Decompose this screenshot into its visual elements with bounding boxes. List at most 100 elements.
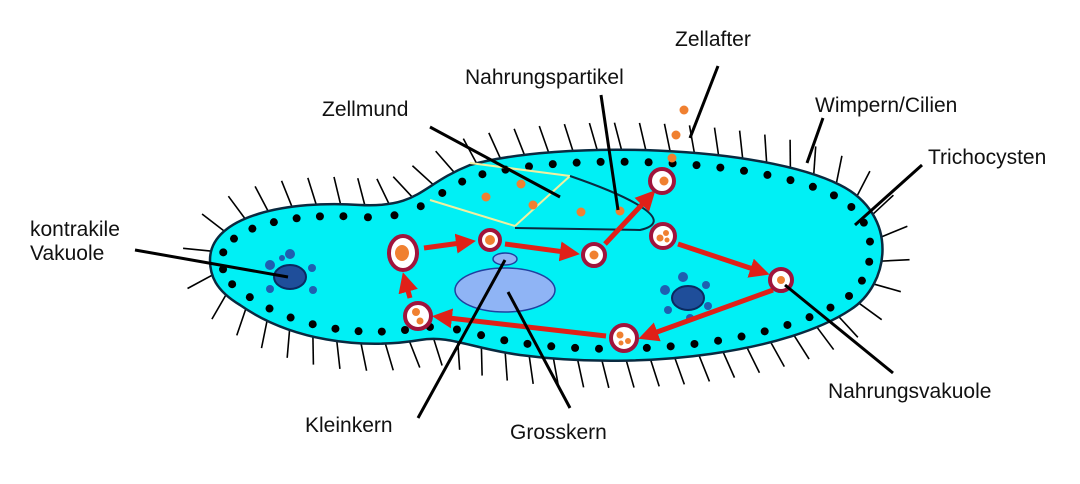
trichocyst [865,257,874,266]
trichocyst [829,191,838,200]
trichocyst [477,331,486,340]
arrow [398,272,418,299]
label-nahrungsvakuole: Nahrungsvakuole [828,380,991,403]
macronucleus [454,267,556,313]
food-vacuole [581,242,607,268]
trichocyst [847,202,856,211]
food-vacuole [478,228,502,252]
trichocyst [737,332,746,341]
food-particle [516,179,526,189]
trichocyst [692,161,701,170]
trichocyst [547,342,556,351]
trichocyst [377,327,386,336]
trichocyst [286,313,295,322]
food-particle [481,192,491,202]
trichocyst [805,313,814,322]
leader-trichocysten [853,163,924,227]
food-vacuole [609,323,639,353]
food-vacuole-path-arrows [398,190,774,342]
trichocyst [331,324,340,333]
trichocyst [219,248,228,257]
trichocyst [523,339,532,348]
label-wimpern-cilien: Wimpern/Cilien [815,94,957,117]
food-particle [679,105,689,115]
label-zellafter: Zellafter [675,28,751,51]
trichocyst [760,327,769,336]
trichocyst [265,304,274,313]
trichocyst [666,342,675,351]
trichocyst [292,214,301,223]
trichocyst [826,303,835,312]
trichocyst [642,343,651,352]
trichocyst [716,163,725,172]
food-particle [667,153,677,163]
trichocyst [714,336,723,345]
food-vacuole [387,234,419,272]
food-particle [671,130,681,140]
food-particle [576,207,586,217]
trichocyst [478,170,487,179]
trichocyst [315,212,324,221]
trichocyst [458,177,467,186]
trichocyst-dots [219,157,874,353]
leader-wimpern [805,117,825,164]
trichocyst [548,160,557,169]
contractile-vacuole-left [265,249,317,294]
trichocyst [808,182,817,191]
trichocyst [857,276,866,285]
leader-grosskern [506,291,572,409]
label-trichocysten: Trichocysten [928,146,1046,169]
arrow [504,241,580,262]
trichocyst [245,293,254,302]
trichocyst [500,336,509,345]
trichocyst [525,162,534,171]
trichocyst [690,339,699,348]
micronucleus [492,252,518,266]
trichocyst [339,212,348,221]
trichocyst [229,234,238,243]
arrow [677,241,770,278]
trichocyst [269,218,278,227]
trichocyst [644,158,653,167]
leader-kontraktile-vakuole [134,248,289,279]
trichocyst [308,320,317,329]
label-kontraktile-line1: kontrakile [30,218,120,241]
trichocyst [248,224,257,233]
food-vacuole [403,301,433,331]
arrow [603,190,656,246]
trichocyst [783,320,792,329]
trichocyst [786,176,795,185]
arrow [423,233,476,254]
trichocyst [739,166,748,175]
label-zellmund: Zellmund [322,98,408,121]
leader-zellafter [688,65,720,139]
arrow [432,308,607,339]
leader-zellmund [429,125,561,199]
trichocyst [363,213,372,222]
leader-kleinkern [416,259,507,419]
arrow [638,287,774,342]
food-vacuole [649,222,677,250]
trichocyst [228,280,237,289]
contractile-vacuole-right [660,272,712,322]
trichocyst [571,343,580,352]
trichocyst [594,344,603,353]
trichocyst [620,157,629,166]
trichocyst [865,237,874,246]
trichocyst [763,170,772,179]
trichocyst [452,325,461,334]
cell-body [208,148,884,362]
food-particles [481,105,689,217]
leader-nahrungsvakuole [784,283,894,375]
food-particle [528,200,538,210]
label-nahrungspartikel: Nahrungspartikel [465,66,624,89]
label-kleinkern: Kleinkern [305,414,393,437]
food-vacuoles [387,167,794,353]
trichocyst [416,202,425,211]
label-kontraktile-line2: Vakuole [30,242,104,265]
leader-nahrungspartikel [599,94,620,211]
leader-lines [134,65,924,419]
trichocyst [438,188,447,197]
trichocyst [401,325,410,334]
food-vacuole [648,167,676,195]
